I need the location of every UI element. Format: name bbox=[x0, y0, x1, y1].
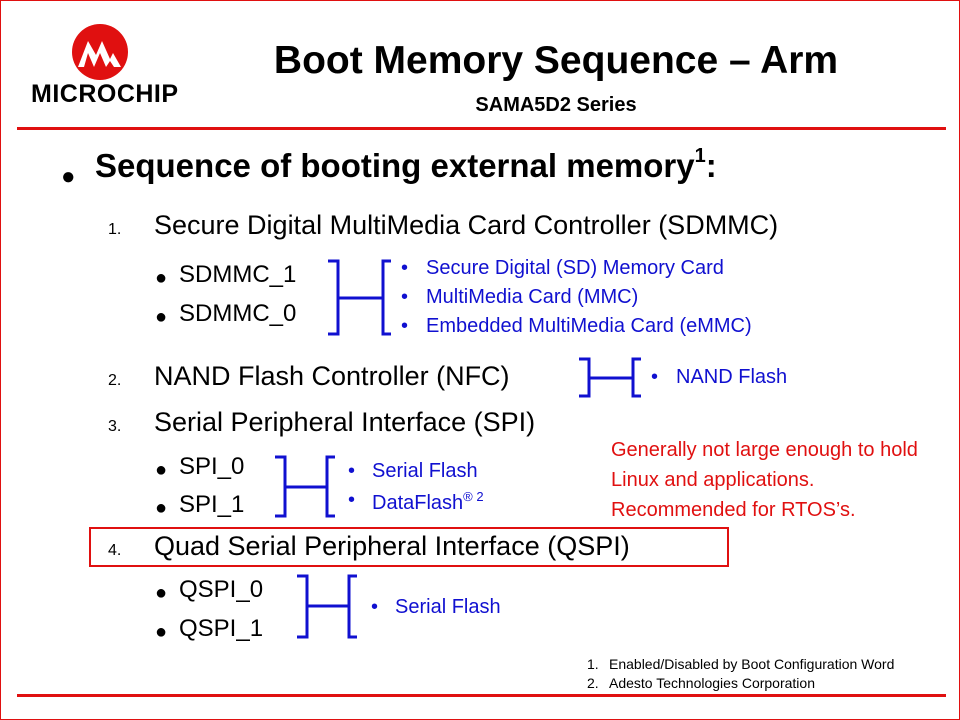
bracket-spi-left bbox=[275, 455, 287, 518]
brand-logo-text: MICROCHIP bbox=[31, 80, 179, 108]
memory-type: Embedded MultiMedia Card (eMMC) bbox=[426, 315, 752, 337]
bracket-qspi-left bbox=[297, 574, 309, 639]
microchip-logo-icon bbox=[72, 24, 128, 80]
dataflash-label: DataFlash bbox=[372, 492, 464, 514]
blue-bullet-icon: • bbox=[401, 286, 409, 308]
blue-bullet-icon: • bbox=[401, 257, 409, 279]
page-title: Boot Memory Sequence – Arm bbox=[273, 39, 839, 82]
blue-bullet-icon: • bbox=[401, 315, 409, 337]
dataflash-marks: ® 2 bbox=[463, 489, 484, 504]
bullet-icon: ● bbox=[155, 621, 168, 643]
footnote-text: Enabled/Disabled by Boot Configuration W… bbox=[609, 656, 895, 672]
footnote-text: Adesto Technologies Corporation bbox=[609, 675, 815, 691]
note-text: Generally not large enough to hold Linux… bbox=[611, 439, 918, 521]
interface-label: SPI_1 bbox=[179, 491, 245, 518]
blue-bullet-icon: • bbox=[348, 460, 356, 482]
heading-footnote-ref: 1 bbox=[694, 145, 706, 167]
item-number: 1. bbox=[108, 221, 122, 238]
bracket-sdmmc-left bbox=[328, 259, 340, 336]
bullet-icon: ● bbox=[61, 163, 76, 190]
memory-type: Serial Flash bbox=[395, 596, 501, 618]
bullet-icon: ● bbox=[155, 497, 168, 519]
memory-type: Serial Flash bbox=[372, 460, 478, 482]
interface-label: SDMMC_0 bbox=[179, 300, 297, 327]
interface-label: QSPI_0 bbox=[179, 576, 264, 603]
memory-type: Secure Digital (SD) Memory Card bbox=[426, 257, 724, 279]
blue-bullet-icon: • bbox=[651, 366, 659, 388]
bracket-nfc-left bbox=[579, 357, 591, 398]
blue-bullet-icon: • bbox=[371, 596, 379, 618]
item-label: Serial Peripheral Interface (SPI) bbox=[154, 407, 536, 437]
bullet-icon: ● bbox=[155, 306, 168, 328]
memory-type: DataFlash® 2 bbox=[372, 489, 484, 515]
memory-type: NAND Flash bbox=[676, 366, 788, 388]
item-label: Secure Digital MultiMedia Card Controlle… bbox=[154, 210, 779, 240]
bracket-qspi-right bbox=[347, 574, 357, 639]
bracket-sdmmc-right bbox=[381, 259, 391, 336]
highlight-box bbox=[89, 527, 729, 567]
bullet-icon: ● bbox=[155, 267, 168, 289]
footnote-number: 2. bbox=[587, 675, 599, 691]
header-divider bbox=[17, 127, 946, 130]
footnote-number: 1. bbox=[587, 656, 599, 672]
interface-label: QSPI_1 bbox=[179, 615, 264, 642]
item-label: NAND Flash Controller (NFC) bbox=[154, 361, 510, 391]
item-number: 3. bbox=[108, 418, 122, 435]
heading-text: Sequence of booting external memory bbox=[95, 147, 695, 184]
heading-suffix: : bbox=[705, 147, 717, 184]
interface-label: SDMMC_1 bbox=[179, 261, 297, 288]
bullet-icon: ● bbox=[155, 582, 168, 604]
section-heading: Sequence of booting external memory1: bbox=[95, 145, 717, 185]
blue-bullet-icon: • bbox=[348, 489, 356, 511]
interface-label: SPI_0 bbox=[179, 453, 245, 480]
item-number: 4. bbox=[108, 542, 122, 559]
memory-type: MultiMedia Card (MMC) bbox=[426, 286, 639, 308]
page-subtitle: SAMA5D2 Series bbox=[475, 94, 637, 116]
item-label: Quad Serial Peripheral Interface (QSPI) bbox=[154, 531, 630, 561]
bullet-icon: ● bbox=[155, 459, 168, 481]
item-number: 2. bbox=[108, 372, 122, 389]
bracket-spi-right bbox=[325, 455, 335, 518]
bracket-nfc-right bbox=[631, 357, 641, 398]
footer-divider bbox=[17, 694, 946, 697]
